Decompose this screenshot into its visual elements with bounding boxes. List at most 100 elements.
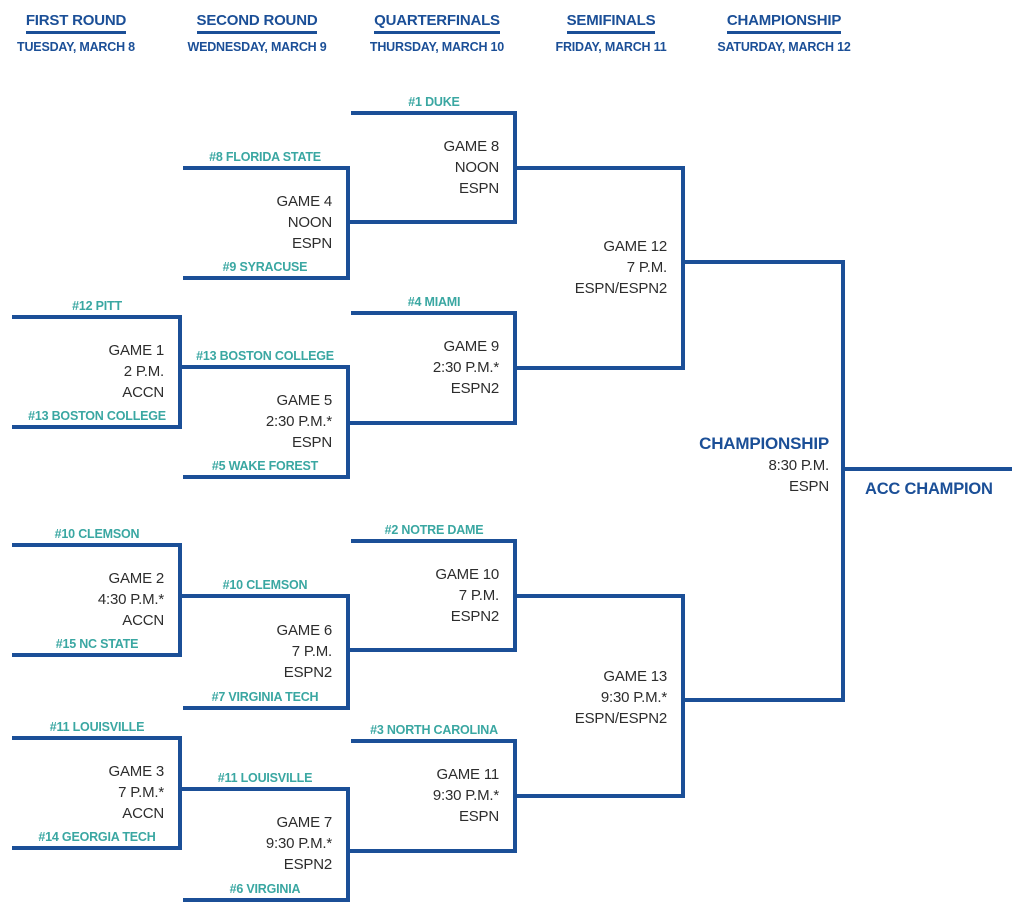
- game-label: GAME 5: [276, 392, 333, 409]
- bracket-line: [12, 653, 182, 657]
- round-name: QUARTERFINALS: [374, 12, 500, 34]
- game3-info: GAME 3 7 P.M.* ACCN: [4, 761, 165, 824]
- bracket-line: [346, 648, 517, 652]
- round-header-first-round: FIRST ROUND TUESDAY, MARCH 8: [0, 12, 186, 54]
- round-name: CHAMPIONSHIP: [726, 12, 841, 34]
- game-network: ESPN2: [450, 380, 499, 397]
- champion-label: ACC CHAMPION: [865, 480, 993, 498]
- bracket-line: [178, 736, 182, 850]
- game6-info: GAME 6 7 P.M. ESPN2: [172, 620, 333, 683]
- bracket-line: [681, 260, 845, 264]
- bracket-line: [346, 421, 517, 425]
- game-label: GAME 13: [603, 668, 667, 685]
- game9-info: GAME 9 2:30 P.M.* ESPN2: [339, 336, 499, 399]
- game-network: ESPN2: [283, 856, 332, 873]
- bracket-line: [351, 311, 517, 315]
- team-game11-top: #3 NORTH CAROLINA: [370, 723, 498, 737]
- game-time: 4:30 P.M.*: [97, 591, 164, 608]
- game12-info: GAME 12 7 P.M. ESPN/ESPN2: [507, 236, 667, 299]
- game-network: ESPN: [291, 235, 332, 252]
- game-network: ESPN: [291, 434, 332, 451]
- bracket-line: [12, 736, 182, 740]
- team-game2-top: #10 CLEMSON: [54, 527, 140, 541]
- game-time: 2 P.M.: [123, 363, 164, 380]
- round-header-second-round: SECOND ROUND WEDNESDAY, MARCH 9: [147, 12, 367, 54]
- round-header-quarterfinals: QUARTERFINALS THURSDAY, MARCH 10: [327, 12, 547, 54]
- bracket-line: [351, 539, 517, 543]
- game-network: ESPN/ESPN2: [574, 280, 667, 297]
- bracket-line: [178, 315, 182, 429]
- game-time: 9:30 P.M.*: [432, 787, 499, 804]
- round-date: TUESDAY, MARCH 8: [17, 40, 135, 54]
- team-game4-top: #8 FLORIDA STATE: [209, 150, 321, 164]
- bracket-line: [346, 787, 350, 902]
- bracket-line: [841, 260, 845, 702]
- bracket-line: [351, 111, 517, 115]
- game-time: 2:30 P.M.*: [265, 413, 332, 430]
- round-date: SATURDAY, MARCH 12: [717, 40, 851, 54]
- bracket-line: [346, 220, 517, 224]
- game-label: GAME 9: [443, 338, 500, 355]
- bracket-line: [351, 739, 517, 743]
- game-network: ACCN: [122, 384, 164, 401]
- bracket-line: [12, 425, 182, 429]
- game-label: GAME 11: [436, 766, 499, 783]
- game-time: 7 P.M.: [291, 643, 332, 660]
- champion-line: [841, 467, 1012, 471]
- game-network: ESPN2: [450, 608, 499, 625]
- game-network: ESPN2: [283, 664, 332, 681]
- game7-info: GAME 7 9:30 P.M.* ESPN2: [172, 812, 332, 875]
- team-game1-bottom: #13 BOSTON COLLEGE: [28, 409, 166, 423]
- bracket-line: [12, 315, 182, 319]
- game-network: ESPN/ESPN2: [574, 710, 667, 727]
- bracket-line: [178, 543, 182, 657]
- game-network: ESPN: [458, 180, 499, 197]
- championship-time: 8:30 P.M.: [768, 457, 830, 474]
- round-header-championship: CHAMPIONSHIP SATURDAY, MARCH 12: [674, 12, 894, 54]
- round-header-semifinals: SEMIFINALS FRIDAY, MARCH 11: [501, 12, 721, 54]
- game-time: 9:30 P.M.*: [600, 689, 667, 706]
- bracket-line: [681, 594, 685, 798]
- game-time: 7 P.M.: [458, 587, 499, 604]
- game-label: GAME 1: [108, 342, 165, 359]
- team-game7-top: #11 LOUISVILLE: [217, 771, 313, 785]
- game-time: 7 P.M.*: [118, 784, 164, 801]
- bracket-line: [178, 787, 350, 791]
- game-label: GAME 2: [108, 570, 165, 587]
- team-game1-top: #12 PITT: [72, 299, 122, 313]
- team-game3-top: #11 LOUISVILLE: [49, 720, 145, 734]
- bracket-line: [681, 166, 685, 370]
- bracket-line: [513, 166, 685, 170]
- team-game3-bottom: #14 GEORGIA TECH: [38, 830, 156, 844]
- game1-info: GAME 1 2 P.M. ACCN: [4, 340, 165, 403]
- bracket-line: [346, 849, 517, 853]
- game2-info: GAME 2 4:30 P.M.* ACCN: [4, 568, 164, 631]
- game11-info: GAME 11 9:30 P.M.* ESPN: [339, 764, 499, 827]
- game-time: 2:30 P.M.*: [432, 359, 499, 376]
- game-label: GAME 3: [108, 763, 165, 780]
- team-game9-top: #4 MIAMI: [407, 295, 461, 309]
- round-date: FRIDAY, MARCH 11: [555, 40, 667, 54]
- bracket-line: [513, 366, 685, 370]
- game-network: ACCN: [122, 612, 164, 629]
- round-date: WEDNESDAY, MARCH 9: [187, 40, 327, 54]
- team-game5-bottom: #5 WAKE FOREST: [211, 459, 319, 473]
- bracket-line: [183, 898, 350, 902]
- team-game7-bottom: #6 VIRGINIA: [229, 882, 301, 896]
- game-network: ACCN: [122, 805, 164, 822]
- game-label: GAME 10: [435, 566, 499, 583]
- bracket-line: [183, 276, 350, 280]
- team-game10-top: #2 NOTRE DAME: [384, 523, 484, 537]
- game4-info: GAME 4 NOON ESPN: [172, 191, 333, 254]
- team-game6-bottom: #7 VIRGINIA TECH: [211, 690, 319, 704]
- game-label: GAME 8: [443, 138, 500, 155]
- bracket-line: [513, 594, 685, 598]
- championship-title: CHAMPIONSHIP: [699, 434, 829, 453]
- bracket-line: [183, 475, 350, 479]
- bracket-line: [12, 846, 182, 850]
- team-game6-top: #10 CLEMSON: [222, 578, 308, 592]
- team-game2-bottom: #15 NC STATE: [55, 637, 139, 651]
- championship-network: ESPN: [788, 478, 829, 495]
- bracket-line: [178, 594, 350, 598]
